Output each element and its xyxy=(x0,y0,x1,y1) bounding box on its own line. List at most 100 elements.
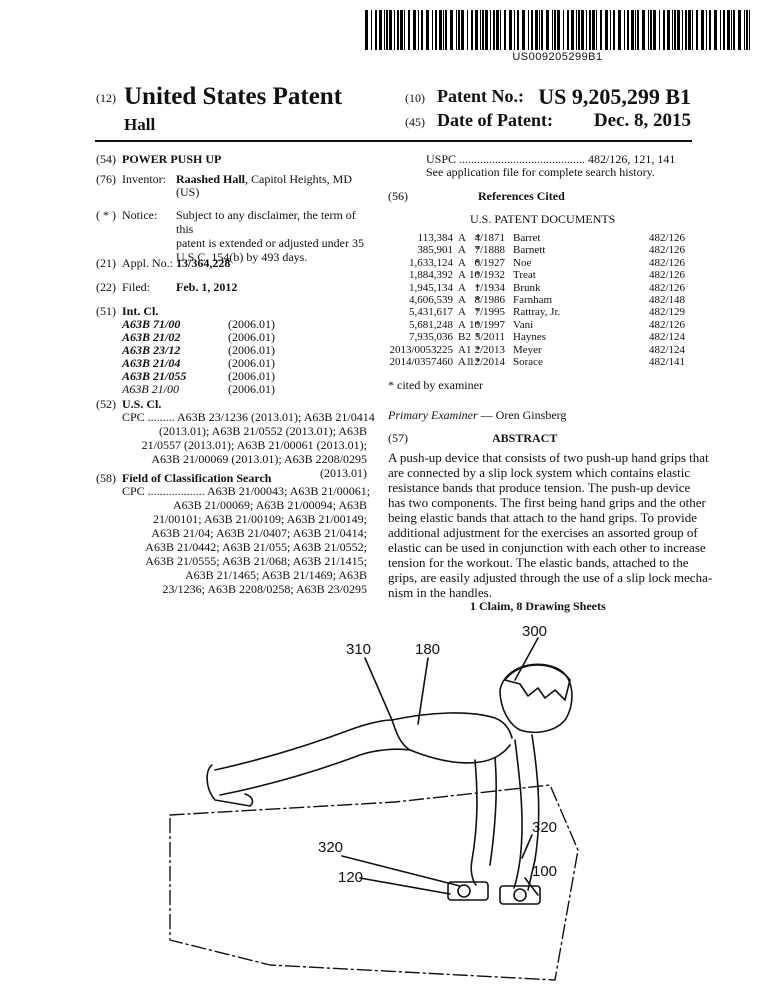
date-label: Date of Patent: xyxy=(437,110,553,130)
field-search-line: 23/1236; A63B 2208/0258; A63B 23/0295 xyxy=(162,582,367,596)
field-search-line: 21/00101; A63B 21/00109; A63B 21/00149; xyxy=(152,512,367,526)
figure-arm-right xyxy=(513,739,523,889)
code-57: (57) xyxy=(388,431,408,445)
reference-cls: 482/124 xyxy=(648,343,685,356)
ipc-version: (2006.01) xyxy=(228,343,275,357)
figure-leg xyxy=(214,719,393,771)
reference-name: Farnham xyxy=(513,294,553,306)
field-search-line: A63B 21/1465; A63B 21/1469; A63B xyxy=(184,568,367,582)
doc-type: United States Patent xyxy=(124,83,343,110)
filed-date: Feb. 1, 2012 xyxy=(176,280,238,294)
reference-name: Barret xyxy=(513,232,541,244)
reference-numeral: 120 xyxy=(338,869,363,886)
reference-kind: A xyxy=(458,256,466,269)
reference-numeral: 310 xyxy=(346,641,371,658)
abstract-line: A push-up device that consists of two pu… xyxy=(388,450,709,465)
reference-name: Meyer xyxy=(513,343,542,356)
cpc-classification: CPC ......... A63B 23/1236 (2013.01); A6… xyxy=(122,410,375,480)
abstract-line: additional adjustment for the exercises … xyxy=(388,525,698,540)
ipc-row: A63B 71/00(2006.01) xyxy=(122,317,322,331)
figure-arm-right-back xyxy=(527,734,540,891)
abstract-line: are connected by a slip lock system whic… xyxy=(388,465,691,480)
claims-count: 1 Claim, 8 Drawing Sheets xyxy=(470,599,606,613)
figure-hair xyxy=(504,664,571,701)
reference-date: 1/1934 xyxy=(474,281,505,294)
cpc-line: (2013.01); A63B 21/0552 (2013.01); A63B xyxy=(158,424,367,438)
reference-cls: 482/148 xyxy=(648,294,685,306)
abstract-label: ABSTRACT xyxy=(492,431,558,445)
hand-grip-left xyxy=(447,881,489,901)
references-label: References Cited xyxy=(478,189,565,203)
figure-arm-left xyxy=(470,759,478,886)
search-history-note: See application file for complete search… xyxy=(426,165,655,179)
reference-kind: A xyxy=(458,318,466,331)
ipc-version: (2006.01) xyxy=(228,369,275,383)
abstract-line: being elastic bands that attach to the h… xyxy=(388,510,697,525)
examiner-label: Primary Examiner xyxy=(388,408,478,422)
field-search-line: A63B 21/04; A63B 21/0407; A63B 21/0414; xyxy=(151,526,367,540)
ipc-code: A63B 21/04 xyxy=(122,356,181,370)
appl-label: Appl. No.: xyxy=(122,256,173,270)
ipc-code: A63B 21/055 xyxy=(122,369,187,383)
reference-cls: 482/126 xyxy=(648,256,685,269)
reference-kind: B2 xyxy=(458,331,471,344)
notice-line: Subject to any disclaimer, the term of t… xyxy=(176,208,356,236)
reference-num: 5,431,617 xyxy=(409,306,453,319)
reference-kind: A xyxy=(458,306,466,319)
ipc-version: (2006.01) xyxy=(228,356,275,370)
figure-waistband xyxy=(391,719,411,751)
field-search-codes: CPC ................... A63B 21/00043; A… xyxy=(122,484,370,596)
reference-star: * xyxy=(475,356,481,368)
reference-kind: A1 xyxy=(458,343,472,356)
reference-cls: 482/124 xyxy=(648,331,685,344)
reference-kind: A xyxy=(458,269,466,282)
code-21: (21) xyxy=(96,256,116,270)
ipc-row: A63B 23/12(2006.01) xyxy=(122,343,322,357)
cited-note: * cited by examiner xyxy=(388,378,483,392)
reference-name: Vani xyxy=(513,318,534,331)
filed-label: Filed: xyxy=(122,280,151,294)
reference-star: * xyxy=(475,244,481,257)
field-search-label: Field of Classification Search xyxy=(122,471,272,485)
notice-line: U.S.C. 154(b) by 493 days. xyxy=(176,250,308,264)
reference-star: * xyxy=(475,269,481,282)
ipc-code: A63B 21/02 xyxy=(122,330,181,344)
reference-star: * xyxy=(475,331,481,344)
reference-name: Haynes xyxy=(513,331,546,344)
reference-num: 1,633,124 xyxy=(409,256,453,269)
mat-outline xyxy=(169,784,579,981)
reference-star: * xyxy=(475,318,481,331)
code-51: (51) xyxy=(96,304,116,318)
uspc-line: USPC ...................................… xyxy=(426,152,676,166)
reference-star: * xyxy=(475,306,481,319)
abstract-line: tension for the workout. The elastic ban… xyxy=(388,555,689,570)
reference-name: Rattray, Jr. xyxy=(513,306,561,319)
reference-cls: 482/126 xyxy=(648,281,685,294)
barcode-number: US009205299B1 xyxy=(512,51,603,63)
reference-date: 5/2011 xyxy=(474,331,505,344)
reference-num: 2013/0053225 xyxy=(389,343,453,356)
ipc-version: (2006.01) xyxy=(228,330,275,344)
inventor-location: , Capitol Heights, MD xyxy=(245,172,353,186)
reference-num: 385,901 xyxy=(417,244,453,257)
examiner-name: — Oren Ginsberg xyxy=(477,408,567,422)
ipc-version: (2006.01) xyxy=(228,382,275,396)
reference-numeral: 180 xyxy=(415,641,440,658)
patent-no-label: Patent No.: xyxy=(437,86,524,106)
code-58: (58) xyxy=(96,471,116,485)
inventor-label: Inventor: xyxy=(122,172,166,186)
figure-torso xyxy=(391,712,513,739)
uscl-label: U.S. Cl. xyxy=(122,397,162,411)
reference-cls: 482/126 xyxy=(648,232,685,244)
code-22: (22) xyxy=(96,280,116,294)
reference-cls: 482/141 xyxy=(648,356,685,368)
appl-number: 13/364,228 xyxy=(176,256,231,270)
code-45: (45) xyxy=(405,115,425,129)
reference-name: Sorace xyxy=(513,356,543,368)
ipc-code: A63B 71/00 xyxy=(122,317,181,331)
